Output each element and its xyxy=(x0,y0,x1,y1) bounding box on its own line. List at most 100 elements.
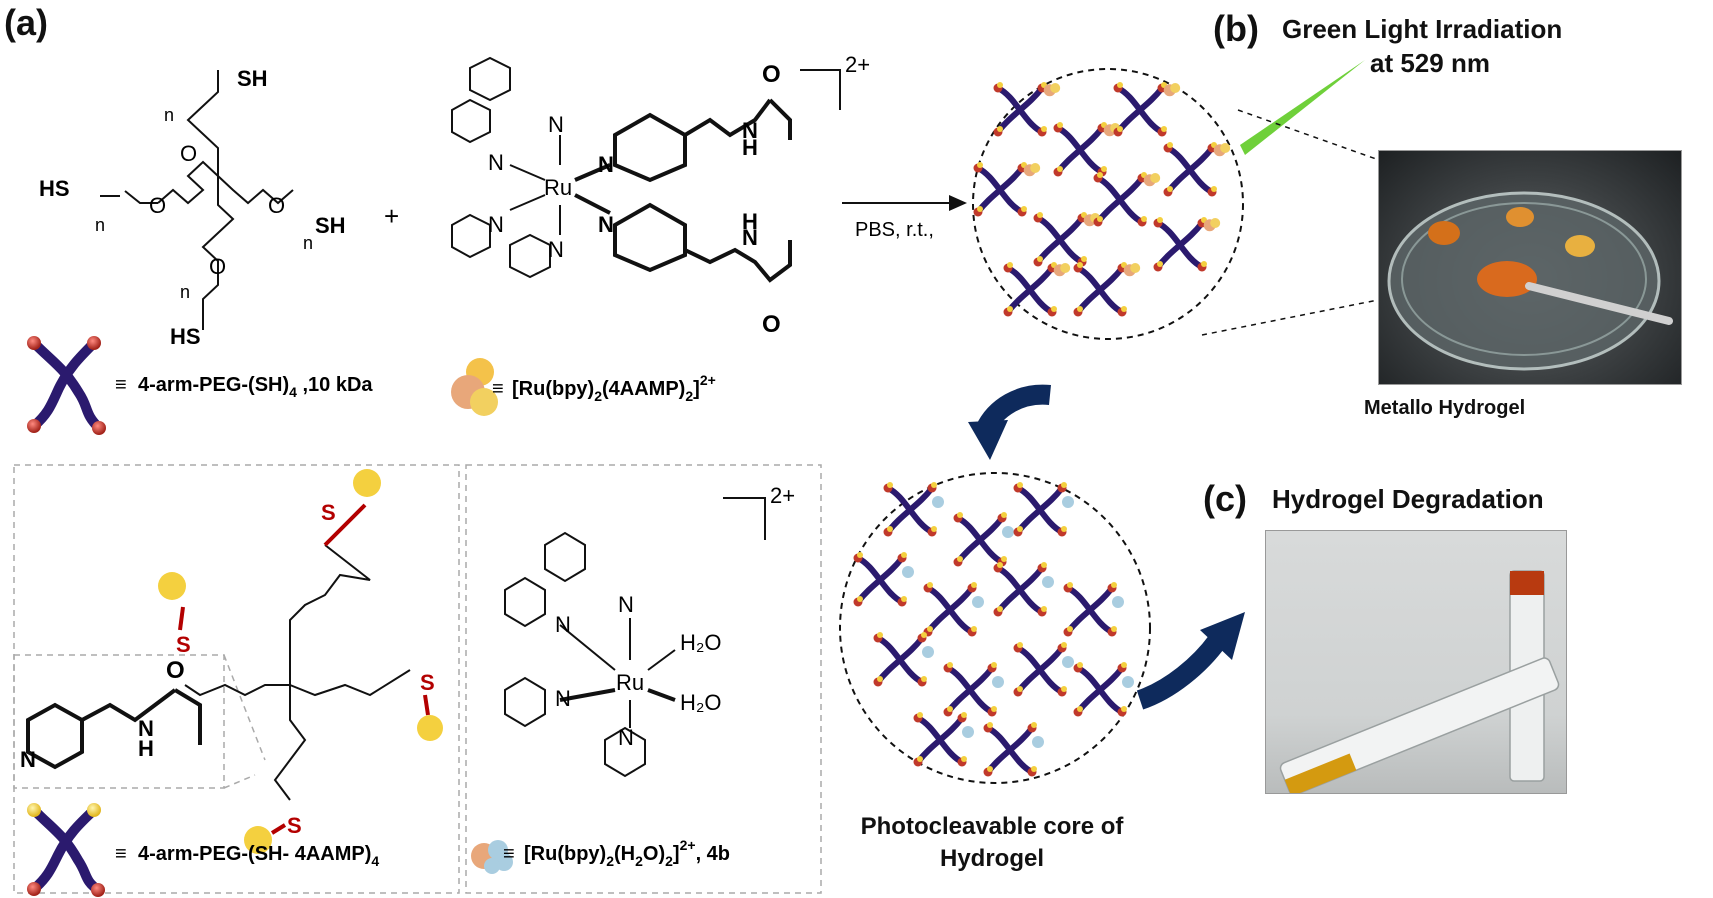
vial-gel-top xyxy=(1510,571,1544,595)
equiv-symbol: ≡ xyxy=(115,843,127,865)
atom-n: N xyxy=(742,118,758,143)
peg-aamp-structure xyxy=(184,544,411,801)
ru-complex xyxy=(1150,173,1161,183)
legend-ru: [Ru(bpy)2(4AAMP)2]2+ xyxy=(512,372,716,404)
chain-end xyxy=(947,706,953,712)
box-aamp xyxy=(13,654,225,789)
atom-sh-top: SH xyxy=(237,66,268,91)
photo-b-caption: Metallo Hydrogel xyxy=(1364,397,1526,419)
atom-n: N xyxy=(20,747,36,772)
atom-n: n xyxy=(164,105,174,125)
atom-n: N xyxy=(555,612,571,637)
chain-end xyxy=(1157,217,1163,223)
chain-end xyxy=(1057,166,1063,172)
equiv-symbol: ≡ xyxy=(115,374,127,396)
chain-end xyxy=(1097,172,1103,178)
chain-end xyxy=(1061,526,1067,532)
chain-end xyxy=(1077,262,1083,268)
chain-end xyxy=(957,512,963,518)
aqua-ligand: H₂O xyxy=(680,630,722,655)
chain-end xyxy=(1061,482,1067,488)
chain-end xyxy=(1037,212,1043,218)
chain-end xyxy=(1077,662,1083,668)
reaction-conditions: PBS, r.t., xyxy=(855,219,934,241)
legend-ru-aqua: [Ru(bpy)2(H2O)2]2+, 4b xyxy=(524,837,730,869)
chain-end xyxy=(1007,306,1013,312)
chain-end xyxy=(1031,766,1037,772)
panel-b-label: (b) xyxy=(1213,8,1259,49)
chain-end xyxy=(971,626,977,632)
atom-s: S xyxy=(420,670,435,695)
metallo-hydrogel-photo xyxy=(1378,150,1682,385)
atom-hs-left: HS xyxy=(39,176,70,201)
chain-end xyxy=(1007,262,1013,268)
chain-end xyxy=(1101,166,1107,172)
chain-end xyxy=(1077,706,1083,712)
chain-end xyxy=(991,662,997,668)
atom-n: N xyxy=(598,212,614,237)
chain-end xyxy=(1211,186,1217,192)
ru-aqua-complex xyxy=(962,726,974,738)
chain-end xyxy=(877,676,883,682)
peg-sh-structure xyxy=(100,70,294,330)
gel-piece xyxy=(1565,235,1595,257)
atom-n: n xyxy=(180,282,190,302)
chain-end xyxy=(901,552,907,558)
curved-arrow-right xyxy=(1136,634,1227,710)
chain-end xyxy=(887,526,893,532)
atom-n: N xyxy=(488,212,504,237)
ru-complex xyxy=(1170,83,1181,93)
chain-end xyxy=(1061,642,1067,648)
yellow-end xyxy=(158,572,186,600)
atom-n: N xyxy=(488,150,504,175)
chain-end xyxy=(927,626,933,632)
ru-aqua-complex xyxy=(972,596,984,608)
ru-complex xyxy=(1130,263,1141,273)
ru-aqua-complex xyxy=(1032,736,1044,748)
yellow-end xyxy=(417,715,443,741)
zoom-line xyxy=(1237,109,1380,161)
atom-h: H xyxy=(138,736,154,761)
ru-aqua-complex xyxy=(1122,676,1134,688)
chain-end xyxy=(1041,606,1047,612)
atom-n: N xyxy=(548,112,564,137)
atom-s: S xyxy=(176,632,191,657)
chain-end xyxy=(1121,706,1127,712)
ru-complex xyxy=(1050,83,1061,93)
atom-o: O xyxy=(209,254,226,279)
ru-complex xyxy=(1210,218,1221,228)
atom-n: N xyxy=(742,225,758,250)
chain-end xyxy=(1111,626,1117,632)
atom-n: N xyxy=(598,152,614,177)
chain-end xyxy=(977,162,983,168)
chain-end xyxy=(997,82,1003,88)
panel-b-title-line2: at 529 nm xyxy=(1370,48,1490,78)
atom-o: O xyxy=(268,193,285,218)
petri-dish xyxy=(1387,191,1673,371)
atom-n: N xyxy=(138,716,154,741)
chain-end xyxy=(1017,482,1023,488)
chain-end xyxy=(997,606,1003,612)
vials xyxy=(1279,570,1560,793)
chain-end xyxy=(1167,142,1173,148)
chain-end xyxy=(857,552,863,558)
network-bottom xyxy=(853,482,1134,777)
atom-hs-bottom: HS xyxy=(170,324,201,349)
ru-complex xyxy=(1060,263,1071,273)
chain-end xyxy=(1081,256,1087,262)
atom-n: n xyxy=(95,215,105,235)
ru-aqua-complex xyxy=(1062,496,1074,508)
chain-end xyxy=(1037,256,1043,262)
zoom-line xyxy=(1201,299,1379,336)
atom-ru: Ru xyxy=(544,175,572,200)
vial-liquid xyxy=(1284,753,1357,793)
legend-peg: 4-arm-PEG-(SH)4 ,10 kDa xyxy=(138,374,373,400)
atom-ru: Ru xyxy=(616,670,644,695)
chain-end xyxy=(997,126,1003,132)
atom-h: H xyxy=(742,135,758,160)
atom-n: N xyxy=(548,237,564,262)
chain-end xyxy=(1121,306,1127,312)
ru-aqua-structure xyxy=(504,497,766,778)
ru-aqua-complex xyxy=(1042,576,1054,588)
ru-complex xyxy=(1220,143,1231,153)
